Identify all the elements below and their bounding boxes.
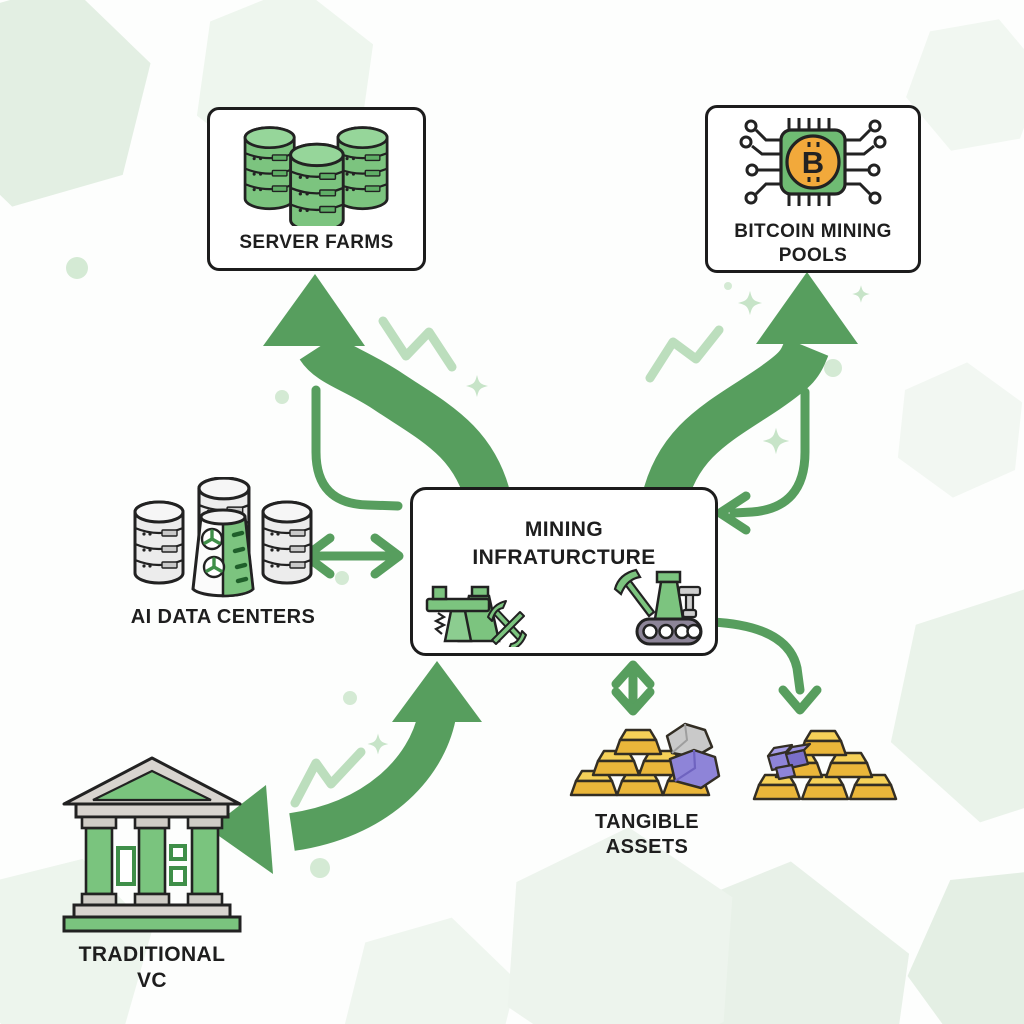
purple-gems <box>766 742 812 781</box>
node-bitcoin-mining-pools: B BITCOIN MINING POOLS <box>705 105 921 273</box>
arrow-server-farms-to-center <box>311 385 403 511</box>
gold-bars-ore-icon <box>569 722 721 797</box>
zigzag-trend-decorations <box>290 316 724 808</box>
server-farms-label: SERVER FARMS <box>239 231 394 253</box>
arrow-ai-datacenters-center <box>301 533 404 579</box>
arrow-center-traditional-vc <box>209 661 482 874</box>
server-stack-icon <box>243 125 388 226</box>
traditional-vc-label: TRADITIONAL VC <box>78 943 226 993</box>
node-traditional-vc: TRADITIONAL VC <box>62 756 242 995</box>
node-ai-data-centers: AI DATA CENTERS <box>127 477 319 630</box>
mining-infrastructure-label: MINING INFRATURCTURE <box>472 518 656 570</box>
bitcoin-mining-pools-label: BITCOIN MINING POOLS <box>734 221 892 266</box>
mining-machine-icon <box>613 568 703 646</box>
ai-data-centers-label: AI DATA CENTERS <box>130 606 316 628</box>
purple-ore <box>668 748 721 790</box>
arrow-center-to-bitcoin-pools <box>641 272 858 508</box>
gold-bars-gems-icon <box>752 729 898 801</box>
dot-decorations <box>66 257 842 878</box>
node-gold-reserve <box>746 718 910 806</box>
svg-text:B: B <box>802 145 824 180</box>
fan-icon <box>200 527 224 551</box>
bitcoin-chip-icon: B <box>739 118 887 207</box>
drill-rig-pickaxes-icon <box>425 585 527 647</box>
arrow-center-to-gold-reserve <box>707 617 822 715</box>
data-center-towers-icon <box>133 477 313 598</box>
node-mining-infrastructure: MINING INFRATURCTURE <box>410 487 718 656</box>
arrow-center-tangible-assets <box>611 660 655 716</box>
node-server-farms: SERVER FARMS <box>207 107 426 271</box>
bank-building-icon <box>62 756 242 933</box>
arrow-bitcoin-pools-to-center <box>715 387 810 535</box>
tangible-assets-label: TANGIBLE ASSETS <box>595 811 699 858</box>
cooling-tower <box>191 508 255 598</box>
fan-icon <box>202 555 226 579</box>
node-tangible-assets: TANGIBLE ASSETS <box>562 714 732 860</box>
columns <box>80 815 224 907</box>
gray-rock <box>665 722 714 759</box>
crossed-pickaxes <box>487 600 527 647</box>
arrow-center-to-server-farms <box>263 274 512 508</box>
door-windows <box>116 844 187 886</box>
